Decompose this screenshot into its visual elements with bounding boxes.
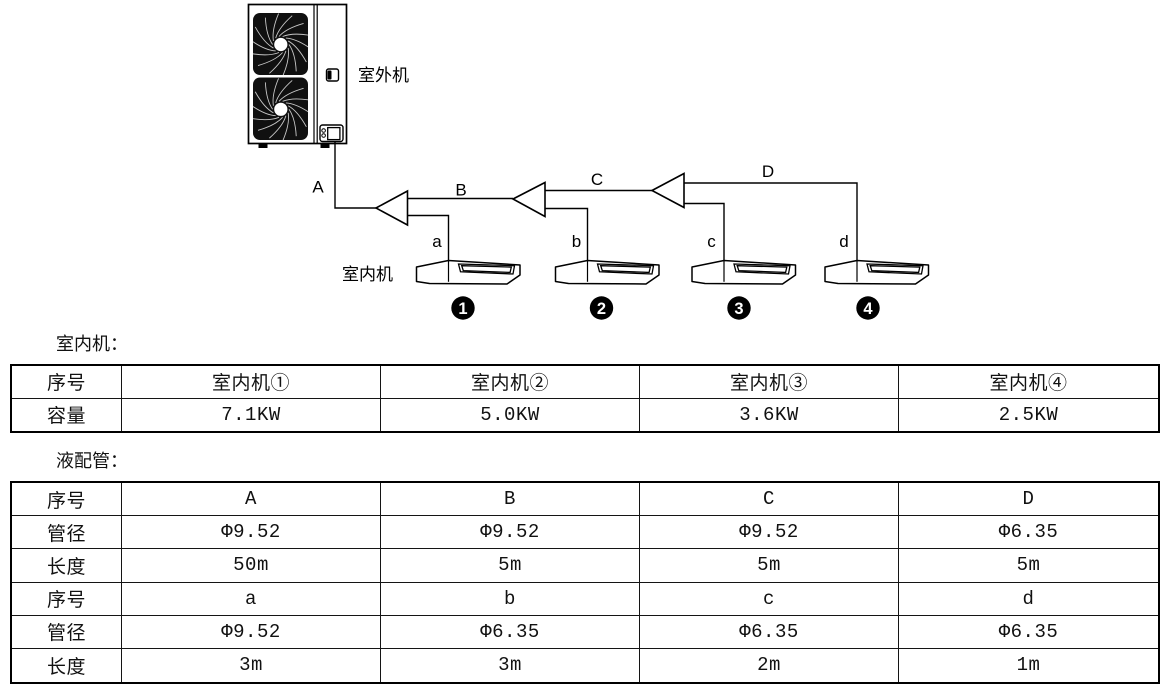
table-cell: b [381,582,640,616]
pipe-drop-b [545,207,589,261]
row-header-cell: 序号 [12,366,122,399]
unit-badge-2: 2 [589,296,614,320]
branch-joint-1 [374,189,409,227]
table-cell: Φ6.35 [899,516,1158,550]
fan-icon [253,77,308,140]
table-cell: 3.6KW [640,398,899,431]
pipe-label-c: c [707,232,716,251]
row-header-cell: 管径 [12,615,122,649]
pipe-label-D: D [762,162,774,181]
vent-grille-icon [733,263,791,275]
table-cell: 室内机③ [640,366,899,399]
table-cell: 5m [899,549,1158,583]
pipe-label-d: d [839,232,848,251]
table-cell: 3m [122,648,381,682]
table-cell: 3m [381,648,640,682]
table-cell: B [381,483,640,517]
row-header-cell: 序号 [12,582,122,616]
table-cell: 5m [640,549,899,583]
vent-grille-icon [460,265,513,274]
table-cell: Φ6.35 [899,616,1158,649]
pipe-label-b: b [572,232,581,251]
pipe-drop-c [684,202,725,261]
table-cell: Φ6.35 [381,615,640,649]
unit-badge-3: 3 [727,296,751,320]
unit-number: 1 [458,300,467,318]
pipe-segment-A [334,141,376,209]
indoor-table-title: 室内机： [56,334,128,354]
pipe-label-B: B [455,181,466,200]
branch-joint-3 [650,172,685,209]
pipe-label-C: C [591,170,603,189]
row-header-cell: 序号 [12,483,122,517]
indoor-units [415,259,930,285]
handle-icon [325,68,340,82]
table-cell: 2.5KW [998,403,1059,426]
table-cell: D [899,483,1158,517]
piping-system-diagram: 室外机 A B C D a b c d 室内机 1 2 [247,3,930,320]
unit-number: 4 [863,300,873,318]
pipe-drop-a [407,214,450,261]
table-cell: Φ9.52 [381,516,640,550]
table-cell: C [640,483,899,517]
vent-grille-icon [457,263,516,275]
outdoor-unit-label: 室外机 [358,66,409,85]
fan-swirl-icon [253,78,308,140]
table-cell: Φ6.35 [640,615,899,649]
unit-number: 2 [597,300,606,318]
vent-grille-icon [866,263,924,275]
unit-badge-1: 1 [451,296,475,320]
vent-grille-icon [736,265,788,274]
indoor-unit-3 [691,259,797,285]
unit-foot [258,143,268,148]
table-cell: 室内机④ [899,366,1158,399]
table-cell: d [899,583,1158,616]
indoor-unit-label: 室内机 [342,265,393,284]
outdoor-unit [247,3,348,148]
table-cell: 5.0KW [381,398,640,431]
unit-foot [320,143,330,148]
vent-grille-icon [599,265,652,274]
table-cell: 室内机① [122,366,381,399]
branch-joint-2 [511,181,546,218]
row-header-cell: 容量 [12,398,122,431]
fan-swirl-icon [253,13,308,75]
table-cell: Φ9.52 [122,615,381,649]
table-cell: A [122,483,381,517]
table-cell: Φ9.52 [640,516,899,550]
unit-number: 3 [734,300,743,318]
table-cell: 1m [1016,654,1041,677]
row-header-cell: 长度 [12,549,122,583]
pipe-label-a: a [432,232,442,251]
table-cell: 7.1KW [122,398,381,431]
pipe-label-A: A [312,178,324,197]
liquid-pipe-table: 序号 A B C D 管径 Φ9.52 Φ9.52 Φ9.52 Φ6.35 长度… [10,481,1160,684]
vent-grille-icon [869,265,921,274]
pipe-connection-box [319,124,344,143]
table-cell: 2m [640,648,899,682]
table-cell: a [122,582,381,616]
table-cell: Φ9.52 [122,516,381,550]
indoor-unit-1 [415,259,521,285]
table-cell: 5m [381,549,640,583]
table-cell: c [640,582,899,616]
table-cell: 室内机② [381,366,640,399]
pipe-segment-D [684,182,858,261]
pipe-table-title: 液配管： [56,451,128,471]
vent-grille-icon [596,263,655,275]
indoor-unit-table: 序号 室内机① 室内机② 室内机③ 室内机④ 容量 7.1KW 5.0KW 3.… [10,364,1160,433]
indoor-unit-2 [554,259,660,285]
unit-badge-4: 4 [856,296,880,320]
row-header-cell: 管径 [12,516,122,550]
table-cell: 50m [122,549,381,583]
row-header-cell: 长度 [12,648,122,682]
indoor-unit-4 [824,259,930,285]
fan-icon [253,13,308,75]
